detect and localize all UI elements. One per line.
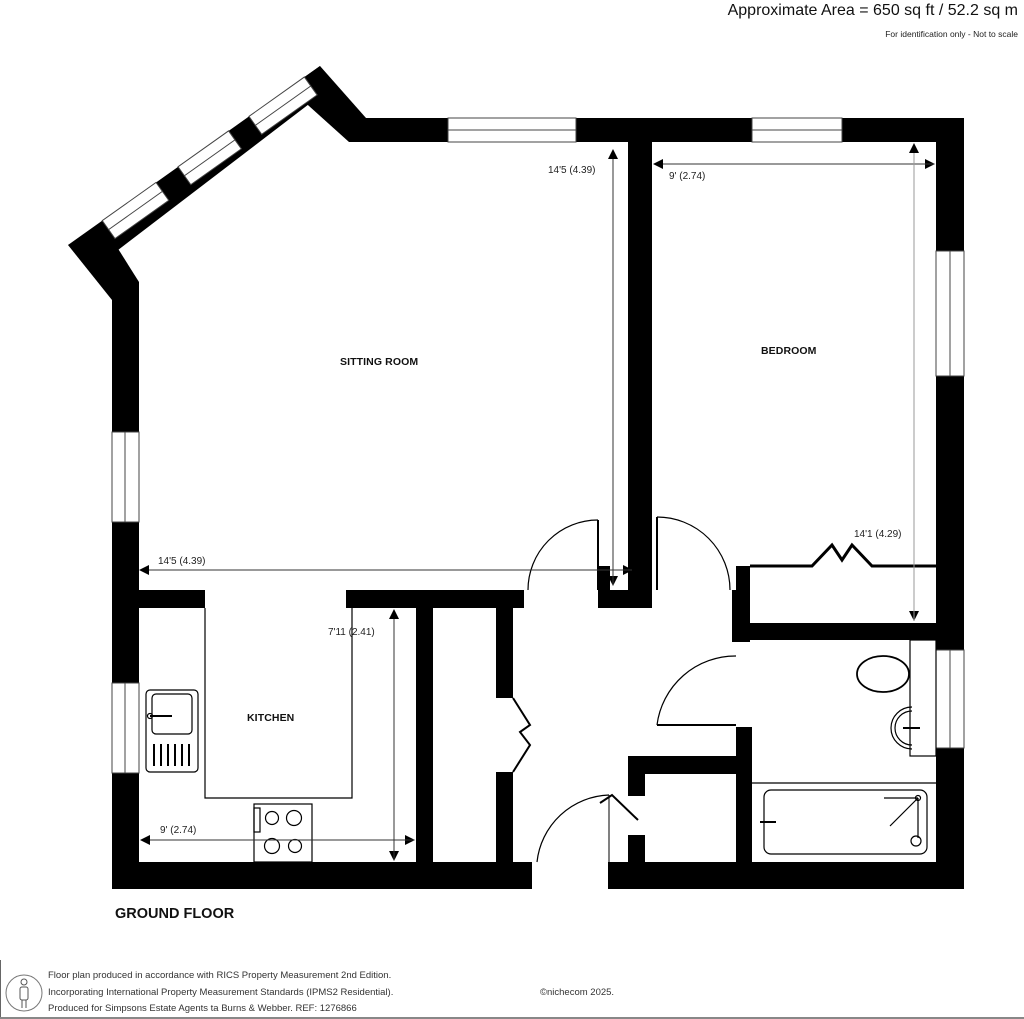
frame-border-bottom (0, 1017, 1024, 1019)
scale-disclaimer: For identification only - Not to scale (885, 29, 1018, 39)
footer-copyright: ©nichecom 2025. (540, 987, 615, 998)
footer-line-2: Incorporating International Property Mea… (48, 987, 394, 998)
interior-walls (139, 142, 936, 862)
room-label-bedroom: BEDROOM (761, 345, 817, 357)
dimension-sitting-room-depth: 14'5 (4.39) (548, 165, 596, 176)
dimension-kitchen-width: 9' (2.74) (160, 825, 197, 836)
dimension-lines (139, 143, 935, 861)
person-figure-icon (5, 974, 43, 1012)
room-label-kitchen: KITCHEN (247, 712, 295, 724)
windows (101, 76, 965, 774)
dimension-bedroom-depth: 14'1 (4.29) (854, 529, 902, 540)
approximate-area: Approximate Area = 650 sq ft / 52.2 sq m (727, 2, 1018, 19)
dimension-kitchen-depth: 7'11 (2.41) (328, 627, 375, 638)
kitchen-fittings (145, 608, 353, 863)
footer: Floor plan produced in accordance with R… (0, 968, 1024, 1019)
room-label-sitting-room: SITTING ROOM (340, 356, 419, 368)
doors (512, 516, 737, 863)
bathroom-fittings (752, 639, 937, 855)
footer-line-3: Produced for Simpsons Estate Agents ta B… (48, 1003, 357, 1014)
wardrobe (750, 542, 936, 568)
footer-line-1: Floor plan produced in accordance with R… (48, 970, 392, 981)
frame-border-left (0, 960, 1, 1019)
dimension-bedroom-width: 9' (2.74) (669, 171, 706, 182)
dimension-sitting-room-width: 14'5 (4.39) (158, 556, 206, 567)
floor-name: GROUND FLOOR (115, 906, 235, 922)
